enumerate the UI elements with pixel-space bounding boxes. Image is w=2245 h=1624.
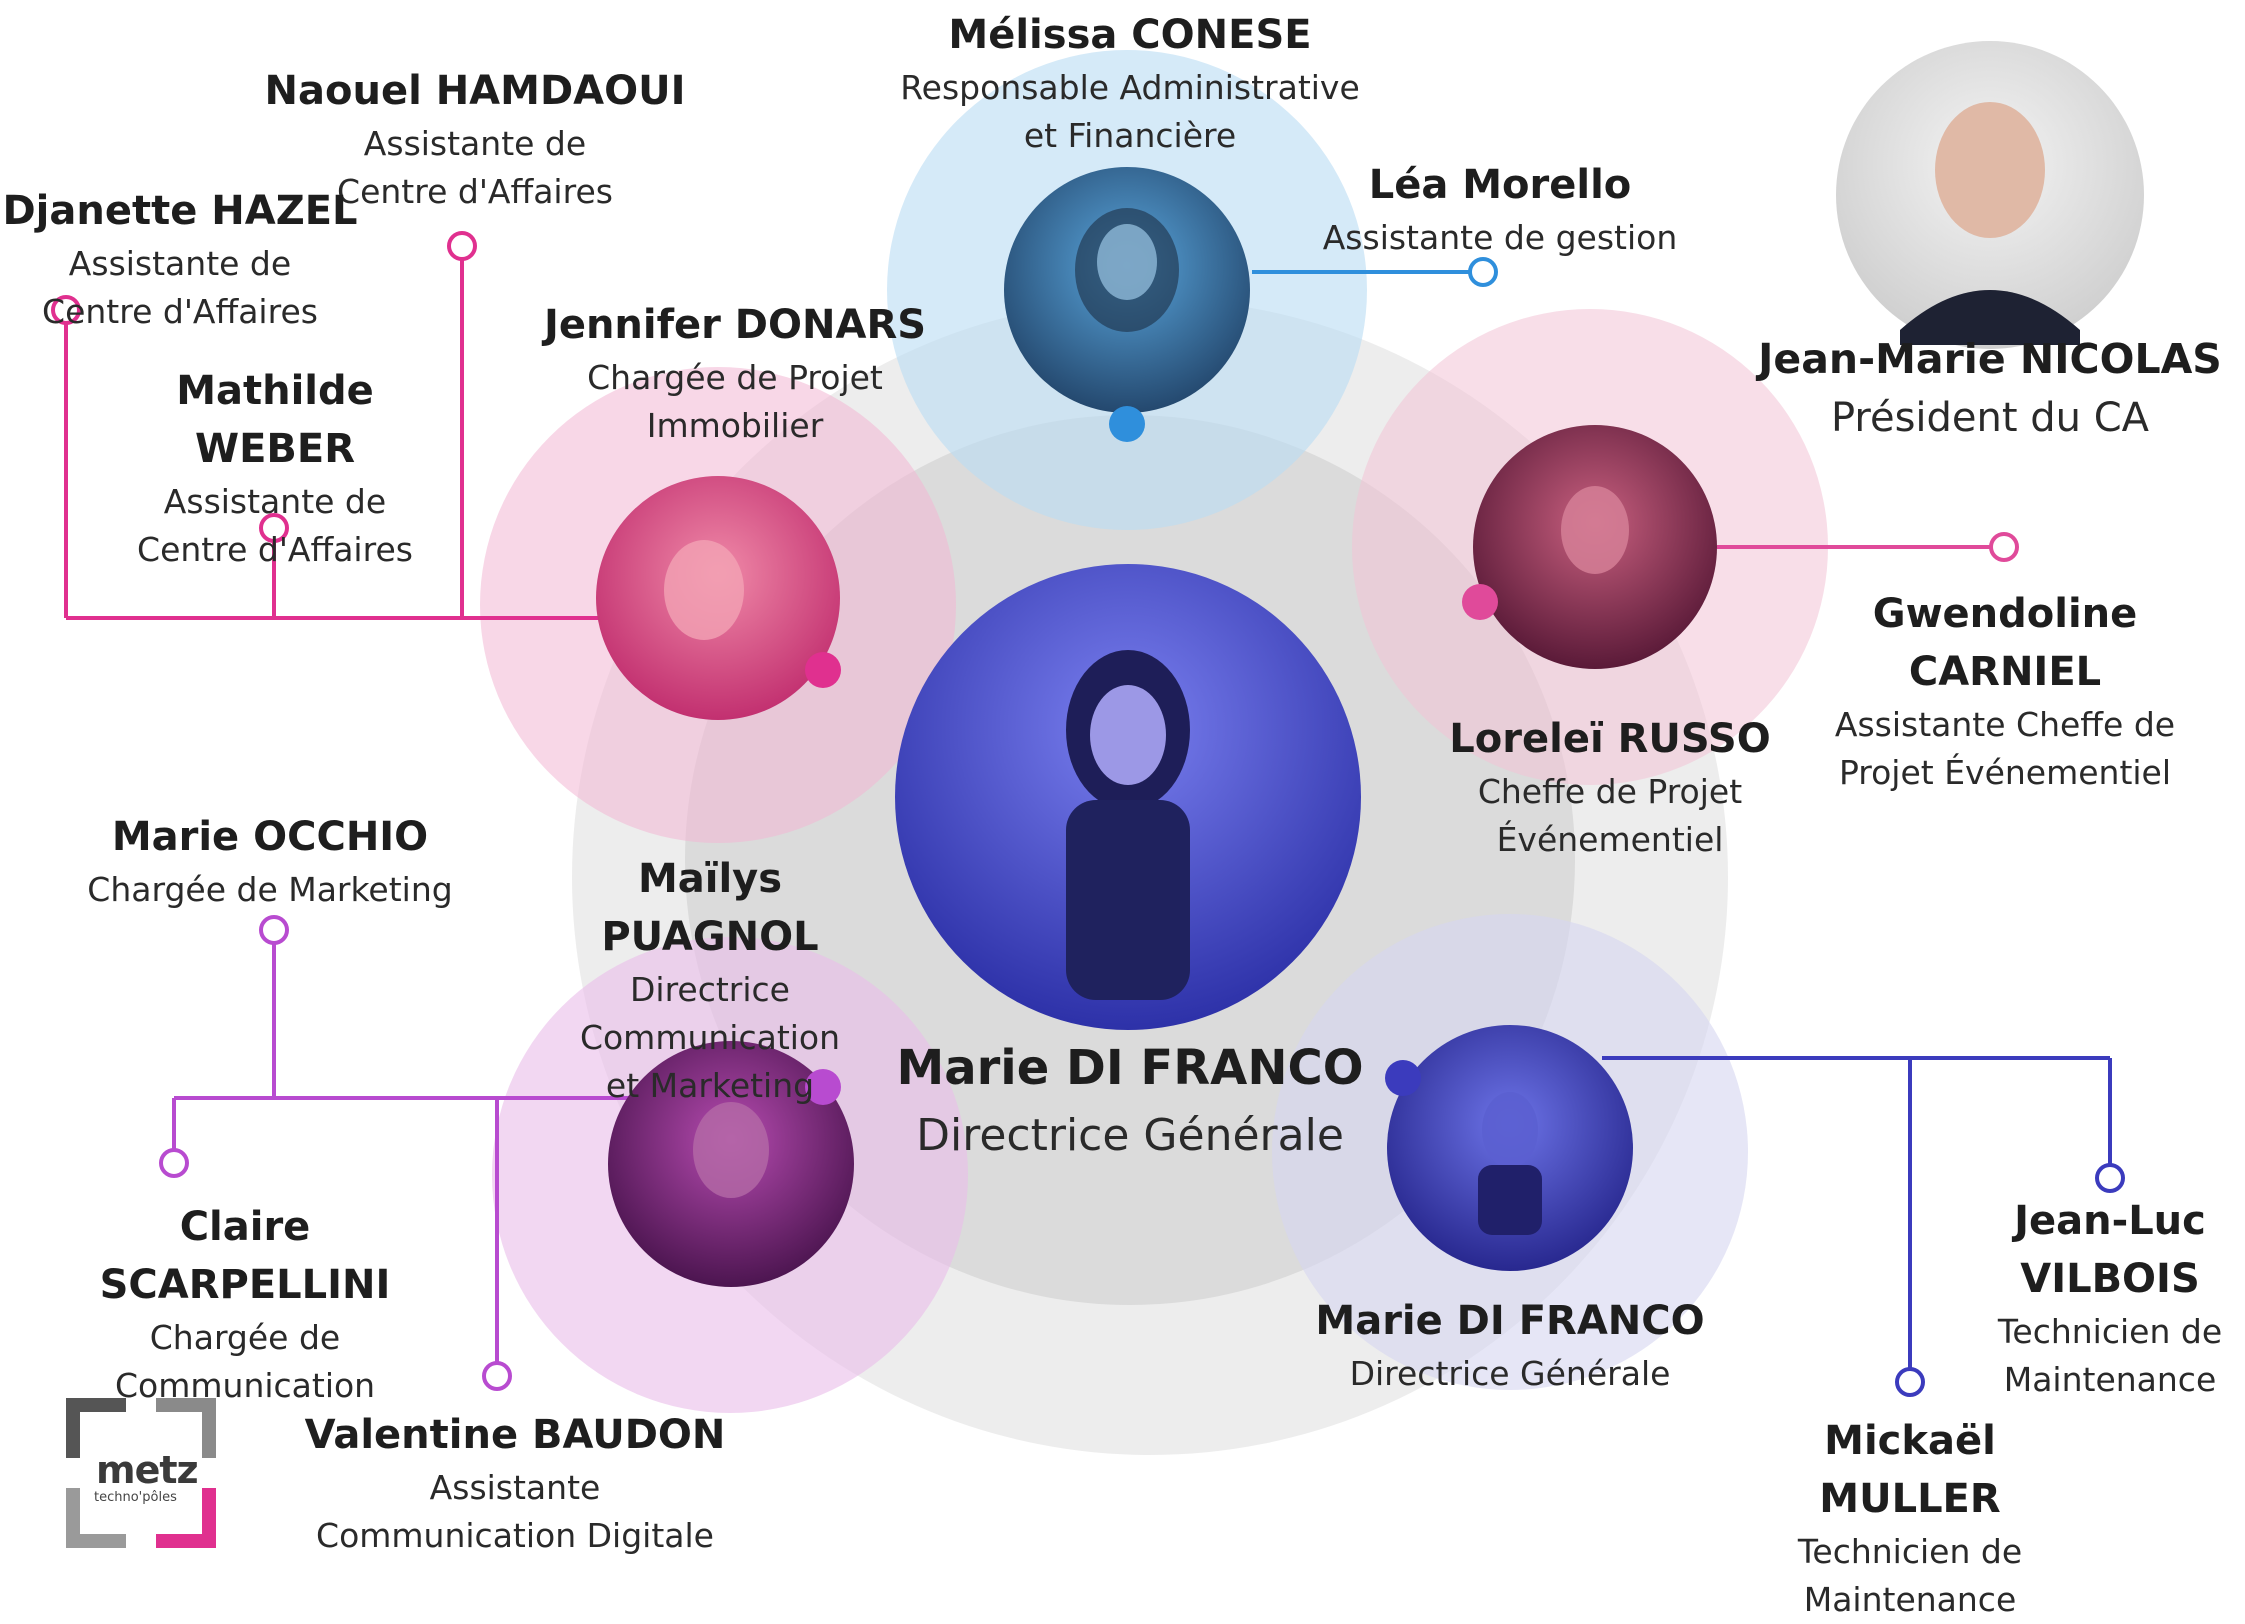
photo-event-lead [1473,425,1717,669]
label-gwendoline: Gwendoline CARNIEL Assistante Cheffe de … [1780,585,2230,797]
label-lea: Léa Morello Assistante de gestion [1300,156,1700,262]
label-vilbois: Jean-Luc VILBOIS Technicien de Maintenan… [1990,1192,2230,1404]
role: Assistante de Centre d'Affaires [42,244,318,331]
name: Jean-Marie NICOLAS [1758,335,2222,383]
logo-frame [66,1398,216,1548]
photo-maint-lead [1387,1025,1633,1271]
dot-scarpellini [159,1148,189,1178]
role: Assistante de gestion [1322,218,1678,257]
role: Directrice Générale [916,1109,1344,1161]
dot-gwendoline [1989,532,2019,562]
logo-text: metz [96,1448,199,1492]
role: Responsable Administrative et Financière [900,68,1360,155]
role: Directrice Communication et Marketing [579,970,841,1105]
label-scarpellini: Claire SCARPELLINI Chargée de Communicat… [40,1198,450,1410]
name: Maïlys PUAGNOL [601,856,819,960]
label-center: Marie DI FRANCO Directrice Générale [870,1034,1390,1167]
dot-admin [1109,406,1145,442]
name: Valentine BAUDON [304,1412,726,1458]
label-occhio: Marie OCCHIO Chargée de Marketing [80,808,460,914]
dot-vilbois [2095,1163,2125,1193]
role: Assistante Cheffe de Projet Événementiel [1834,705,2176,792]
dot-naouel [447,231,477,261]
role: Technicien de Maintenance [1797,1532,2023,1619]
dot-occhio [259,915,289,945]
role: Technicien de Maintenance [1997,1312,2223,1399]
metz-technopoles-logo: metz techno'pôles [66,1398,216,1548]
name: Jennifer DONARS [543,302,927,348]
role: Assistante de Centre d'Affaires [337,124,613,211]
dot-muller [1895,1367,1925,1397]
label-immo-lead: Jennifer DONARS Chargée de Projet Immobi… [540,296,930,450]
label-maint-lead: Marie DI FRANCO Directrice Générale [1310,1292,1710,1398]
name: Loreleï RUSSO [1449,716,1771,762]
name: Mathilde WEBER [176,368,374,472]
role: Chargée de Communication [115,1318,376,1405]
dot-immo [805,652,841,688]
name: Marie OCCHIO [111,814,429,860]
label-president: Jean-Marie NICOLAS Président du CA [1740,330,2240,447]
dot-mathilde [259,513,289,543]
logo-subtext: techno'pôles [94,1490,177,1505]
name: Marie DI FRANCO [896,1040,1364,1096]
role: Assistante de Centre d'Affaires [137,482,413,569]
name: Naouel HAMDAOUI [264,68,686,114]
role: Président du CA [1830,395,2150,442]
photo-center [895,564,1361,1030]
label-mathilde: Mathilde WEBER Assistante de Centre d'Af… [90,362,460,574]
name: Gwendoline CARNIEL [1872,591,2138,695]
role: Cheffe de Projet Événementiel [1477,772,1743,859]
name: Jean-Luc VILBOIS [2014,1198,2206,1302]
label-admin-lead: Mélissa CONESE Responsable Administrativ… [870,6,1390,160]
name: Mickaël MULLER [1819,1418,2001,1522]
label-baudon: Valentine BAUDON Assistante Communicatio… [290,1406,740,1560]
photo-president [1836,41,2144,349]
label-muller: Mickaël MULLER Technicien de Maintenance [1730,1412,2090,1624]
name: Djanette HAZEL [2,188,358,234]
label-com-lead: Maïlys PUAGNOL Directrice Communication … [530,850,890,1110]
name: Marie DI FRANCO [1315,1298,1705,1344]
dot-baudon [482,1361,512,1391]
label-naouel: Naouel HAMDAOUI Assistante de Centre d'A… [250,62,700,216]
label-event-lead: Loreleï RUSSO Cheffe de Projet Événement… [1430,710,1790,864]
org-chart [51,41,2144,1455]
role: Assistante Communication Digitale [316,1468,714,1555]
name: Léa Morello [1368,162,1632,208]
dot-djanette [51,295,81,325]
label-djanette: Djanette HAZEL Assistante de Centre d'Af… [0,182,360,336]
role: Directrice Générale [1349,1354,1671,1393]
role: Chargée de Projet Immobilier [587,358,883,445]
dot-com [805,1069,841,1105]
dot-lea [1468,257,1498,287]
name: Mélissa CONESE [948,12,1312,58]
name: Claire SCARPELLINI [99,1204,391,1308]
photo-admin-lead [1004,167,1250,413]
photo-com-lead [608,1041,854,1287]
role: Chargée de Marketing [87,870,453,909]
dot-event [1462,584,1498,620]
photo-immo-lead [596,476,840,720]
dot-maint [1385,1060,1421,1096]
